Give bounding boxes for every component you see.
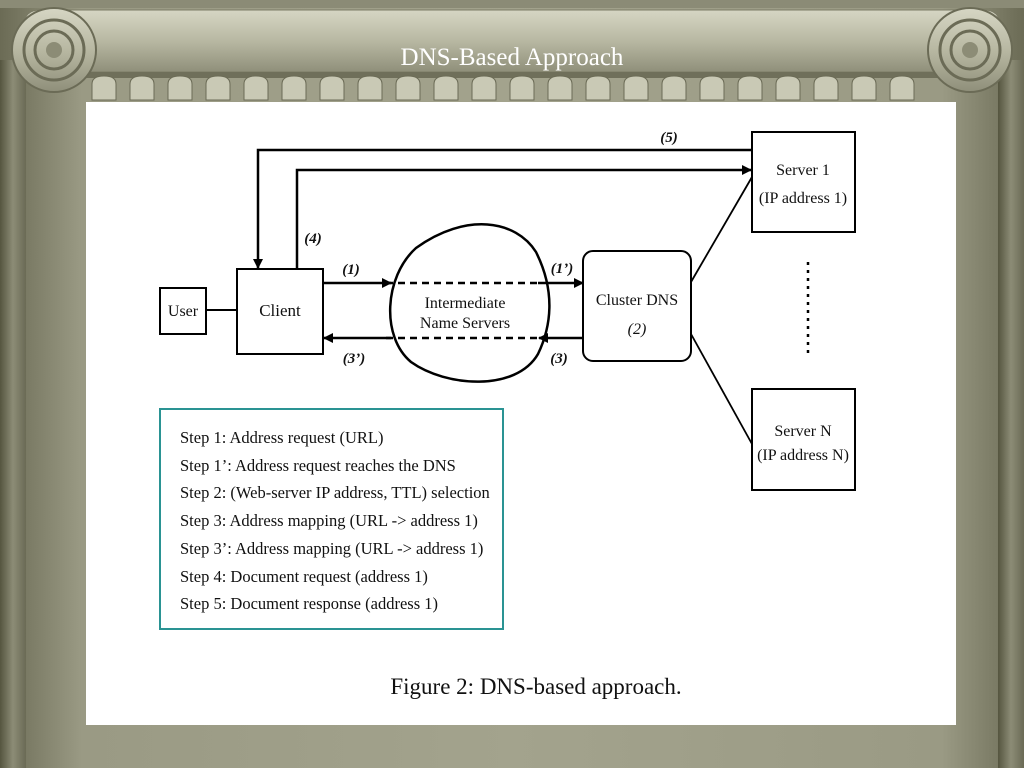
dentil-row bbox=[91, 75, 915, 101]
step-item: Step 3’: Address mapping (URL -> address… bbox=[180, 538, 484, 558]
figure-panel: User Client Intermediate Name Servers (1… bbox=[86, 102, 956, 725]
dns-serverN-link bbox=[690, 333, 753, 445]
step-item: Step 2: (Web-server IP address, TTL) sel… bbox=[180, 483, 490, 503]
edge-label-step3p: (3’) bbox=[343, 351, 366, 367]
arrow-step4 bbox=[295, 165, 752, 269]
arrow-step5 bbox=[253, 148, 752, 269]
edge-label-step3: (3) bbox=[550, 351, 568, 367]
server1-label: Server 1 bbox=[776, 162, 830, 179]
step-item: Step 1’: Address request reaches the DNS bbox=[180, 455, 456, 475]
slide-title: DNS-Based Approach bbox=[400, 44, 624, 71]
serverN-ip-label: (IP address N) bbox=[757, 447, 849, 464]
user-label: User bbox=[168, 303, 199, 320]
dns-server1-link bbox=[690, 176, 753, 283]
edge-label-step4: (4) bbox=[304, 231, 322, 247]
user-box bbox=[159, 287, 207, 335]
edge-label-step5: (5) bbox=[660, 130, 678, 146]
figure-caption: Figure 2: DNS-based approach. bbox=[86, 674, 956, 700]
client-box bbox=[236, 268, 324, 355]
intermediate-label-line2: Name Servers bbox=[420, 315, 510, 332]
step-item: Step 3: Address mapping (URL -> address … bbox=[180, 511, 478, 531]
left-volute-ornament bbox=[11, 7, 97, 93]
cluster-dns-step-label: (2) bbox=[628, 321, 647, 338]
cluster-dns-label: Cluster DNS bbox=[596, 292, 678, 309]
server1-box bbox=[751, 131, 856, 233]
step-item: Step 5: Document response (address 1) bbox=[180, 594, 438, 614]
right-volute-ornament bbox=[927, 7, 1013, 93]
edge-label-step1: (1) bbox=[342, 262, 360, 278]
serverN-box bbox=[751, 388, 856, 491]
step-item: Step 4: Document request (address 1) bbox=[180, 566, 428, 586]
server1-ip-label: (IP address 1) bbox=[759, 190, 847, 207]
figure-caption-label: Figure 2: bbox=[390, 674, 475, 699]
step-item: Step 1: Address request (URL) bbox=[180, 428, 384, 447]
cluster-dns-box bbox=[582, 250, 692, 362]
edge-label-step1p: (1’) bbox=[551, 261, 574, 277]
steps-legend-box: Step 1: Address request (URL) Step 1’: A… bbox=[159, 408, 504, 630]
intermediate-label-line1: Intermediate bbox=[425, 295, 506, 312]
figure-caption-text: DNS-based approach. bbox=[479, 674, 682, 699]
client-label: Client bbox=[259, 301, 301, 320]
intermediate-name-servers-cloud bbox=[389, 223, 551, 383]
dns-diagram: User Client Intermediate Name Servers (1… bbox=[159, 130, 856, 491]
serverN-label: Server N bbox=[774, 423, 832, 440]
